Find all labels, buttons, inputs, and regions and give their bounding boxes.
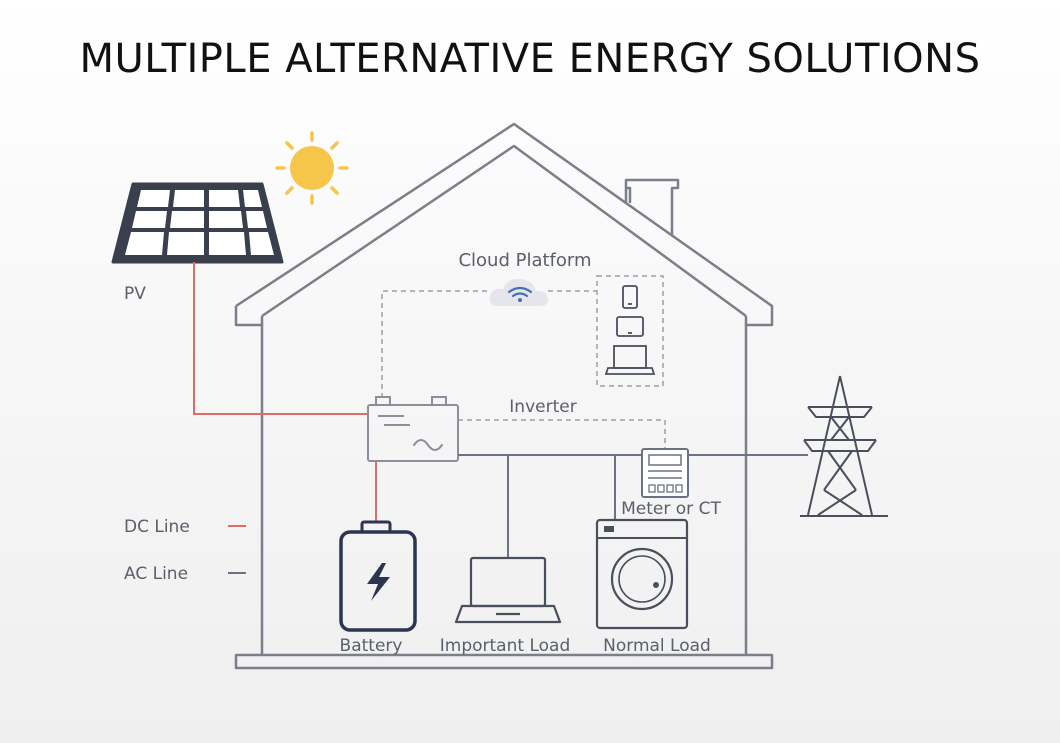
page-title: MULTIPLE ALTERNATIVE ENERGY SOLUTIONS <box>79 36 981 82</box>
meter-label: Meter or CT <box>621 499 721 519</box>
normal-load-label: Normal Load <box>603 636 711 656</box>
solar-panel-icon <box>111 182 284 264</box>
inverter-label: Inverter <box>509 397 576 417</box>
washing-machine-icon <box>595 518 689 630</box>
wifi-cloud-icon <box>489 278 548 306</box>
battery-label: Battery <box>340 636 403 656</box>
tablet-icon <box>616 316 644 337</box>
ac-line-wires <box>458 454 808 558</box>
laptop-icon <box>604 345 656 375</box>
legend: DC Line AC Line <box>124 517 246 584</box>
inverter-icon <box>367 396 459 462</box>
phone-icon <box>622 285 638 309</box>
house-outline <box>234 122 774 670</box>
legend-dc-line-label: DC Line <box>124 517 190 537</box>
meter-icon <box>641 448 689 498</box>
important-load-label: Important Load <box>440 636 570 656</box>
power-tower-icon <box>800 375 888 517</box>
battery-icon <box>339 520 417 632</box>
important-load-laptop-icon <box>454 556 562 624</box>
pv-label: PV <box>124 284 146 304</box>
legend-ac-line-label: AC Line <box>124 564 188 584</box>
network-dashed-lines <box>381 275 666 450</box>
dc-line-wires <box>193 262 377 522</box>
cloud-platform-label: Cloud Platform <box>458 250 591 271</box>
sun-icon <box>275 131 349 205</box>
